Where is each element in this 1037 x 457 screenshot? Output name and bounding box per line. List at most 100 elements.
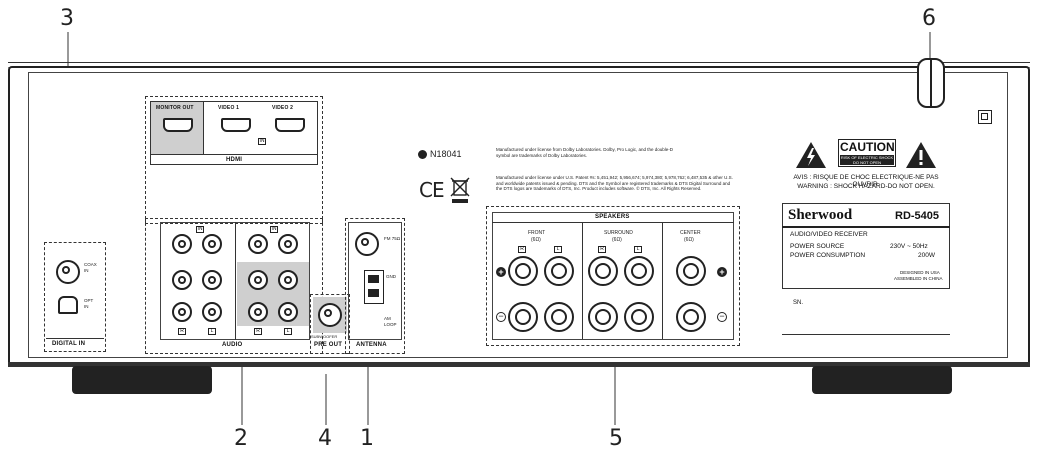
audio-jack-l5[interactable] [278, 270, 298, 290]
hdmi-divider-1 [203, 102, 204, 154]
cert-mark-icon [418, 150, 427, 159]
surround-l-positive-post[interactable] [624, 256, 654, 286]
audio-jack-r6[interactable] [248, 302, 268, 322]
pre-out-label: PRE OUT [314, 342, 343, 348]
power-consumption-label: POWER CONSUMPTION [790, 252, 866, 259]
audio-jack-r3[interactable] [172, 302, 192, 322]
audio-jack-r2[interactable] [172, 270, 192, 290]
cert-number: N18041 [430, 149, 462, 159]
foot-left [72, 366, 212, 394]
exclamation-warning-icon [906, 142, 936, 168]
digital-in-label: DIGITAL IN [52, 341, 86, 347]
hdmi-monitor-out-port[interactable] [163, 118, 193, 132]
speakers-label: SPEAKERS [595, 214, 630, 220]
hdmi-video2-label: VIDEO 2 [272, 105, 294, 111]
front-impedance: (6Ω) [531, 237, 541, 243]
ce-mark: CE [419, 178, 445, 202]
audio-jack-l4[interactable] [278, 234, 298, 254]
surround-r-marker: R [598, 246, 606, 253]
fm-75-label: FM 75Ω [384, 236, 401, 241]
plus-left-icon: + [496, 267, 506, 277]
callout-2: 2 [234, 426, 248, 451]
caution-sub-text: RISK OF ELECTRIC SHOCK DO NOT OPEN [840, 155, 894, 165]
callout-5: 5 [609, 426, 623, 451]
surround-l-negative-post[interactable] [624, 302, 654, 332]
audio-in-marker-left: IN [196, 226, 204, 233]
product-type: AUDIO/VIDEO RECEIVER [790, 231, 868, 238]
center-positive-post[interactable] [676, 256, 706, 286]
front-r-negative-post[interactable] [508, 302, 538, 332]
audio-l-marker-left: L [208, 328, 216, 335]
chassis-inner-panel [28, 72, 1008, 358]
minus-left-icon: − [496, 312, 506, 322]
front-r-marker: R [518, 246, 526, 253]
audio-jack-l3[interactable] [202, 302, 222, 322]
callout-4: 4 [318, 426, 332, 451]
digital-coaxial-jack[interactable] [56, 260, 80, 284]
serial-number-rule [782, 334, 950, 335]
caution-title: CAUTION [840, 140, 895, 154]
audio-jack-r4[interactable] [248, 234, 268, 254]
front-l-negative-post[interactable] [544, 302, 574, 332]
antenna-section [345, 218, 405, 354]
surround-r-negative-post[interactable] [588, 302, 618, 332]
audio-jack-l2[interactable] [202, 270, 222, 290]
lightning-warning-icon [796, 142, 826, 168]
warning-text: WARNING : SHOCK HAZARD-DO NOT OPEN. [797, 183, 935, 190]
center-impedance: (6Ω) [684, 237, 694, 243]
power-source-value: 230V ~ 50Hz [890, 243, 928, 250]
audio-jack-l1[interactable] [202, 234, 222, 254]
serial-number-label: SN. [793, 300, 804, 306]
front-l-positive-post[interactable] [544, 256, 574, 286]
model-number: RD-5405 [895, 210, 940, 222]
power-consumption-value: 200W [918, 252, 935, 259]
speakers-divider-2 [662, 223, 663, 339]
audio-section [145, 218, 323, 354]
audio-r-marker-right: R [254, 328, 262, 335]
designed-in: DESIGNED IN USA [900, 270, 940, 275]
caution-box [838, 139, 896, 167]
digital-optical-jack[interactable] [58, 296, 78, 314]
chassis-bottom-rail [8, 362, 1030, 367]
hdmi-panel [150, 101, 318, 165]
surround-impedance: (6Ω) [612, 237, 622, 243]
audio-jack-r1[interactable] [172, 234, 192, 254]
callout-1: 1 [360, 426, 374, 451]
hdmi-section [145, 96, 323, 224]
rating-label [782, 203, 950, 289]
pre-out-section [310, 294, 350, 354]
subwoofer-pre-out-jack[interactable] [318, 303, 342, 327]
assembled-in: ASSEMBLED IN CHINA [894, 276, 943, 281]
hdmi-monitor-out-label: MONITOR OUT [156, 105, 194, 111]
front-r-positive-post[interactable] [508, 256, 538, 286]
audio-jack-l6[interactable] [278, 302, 298, 322]
speakers-section [486, 206, 740, 346]
audio-l-marker-right: L [284, 328, 292, 335]
hdmi-video1-label: VIDEO 1 [218, 105, 240, 111]
surround-label: SURROUND [604, 230, 633, 236]
power-cord-split [930, 58, 932, 108]
rating-header-rule [782, 226, 950, 228]
antenna-inner-panel [348, 222, 402, 340]
surround-r-positive-post[interactable] [588, 256, 618, 286]
hdmi-video2-port[interactable] [275, 118, 305, 132]
double-insulation-icon [978, 110, 992, 124]
front-l-marker: L [554, 246, 562, 253]
audio-label: AUDIO [222, 342, 243, 348]
hdmi-video1-port[interactable] [221, 118, 251, 132]
weee-bin-icon [450, 177, 470, 203]
subwoofer-label: SUBWOOFER [311, 334, 338, 339]
audio-jack-r5[interactable] [248, 270, 268, 290]
surround-l-marker: L [634, 246, 642, 253]
digital-in-rule [46, 338, 104, 339]
am-antenna-terminal[interactable] [364, 270, 384, 304]
fm-antenna-jack[interactable] [355, 232, 379, 256]
am-loop-label: AM LOOP [384, 316, 397, 327]
power-source-label: POWER SOURCE [790, 243, 845, 250]
gnd-label: GND [386, 274, 396, 279]
center-negative-post[interactable] [676, 302, 706, 332]
digital-in-section [44, 242, 106, 352]
audio-r-marker-left: R [178, 328, 186, 335]
